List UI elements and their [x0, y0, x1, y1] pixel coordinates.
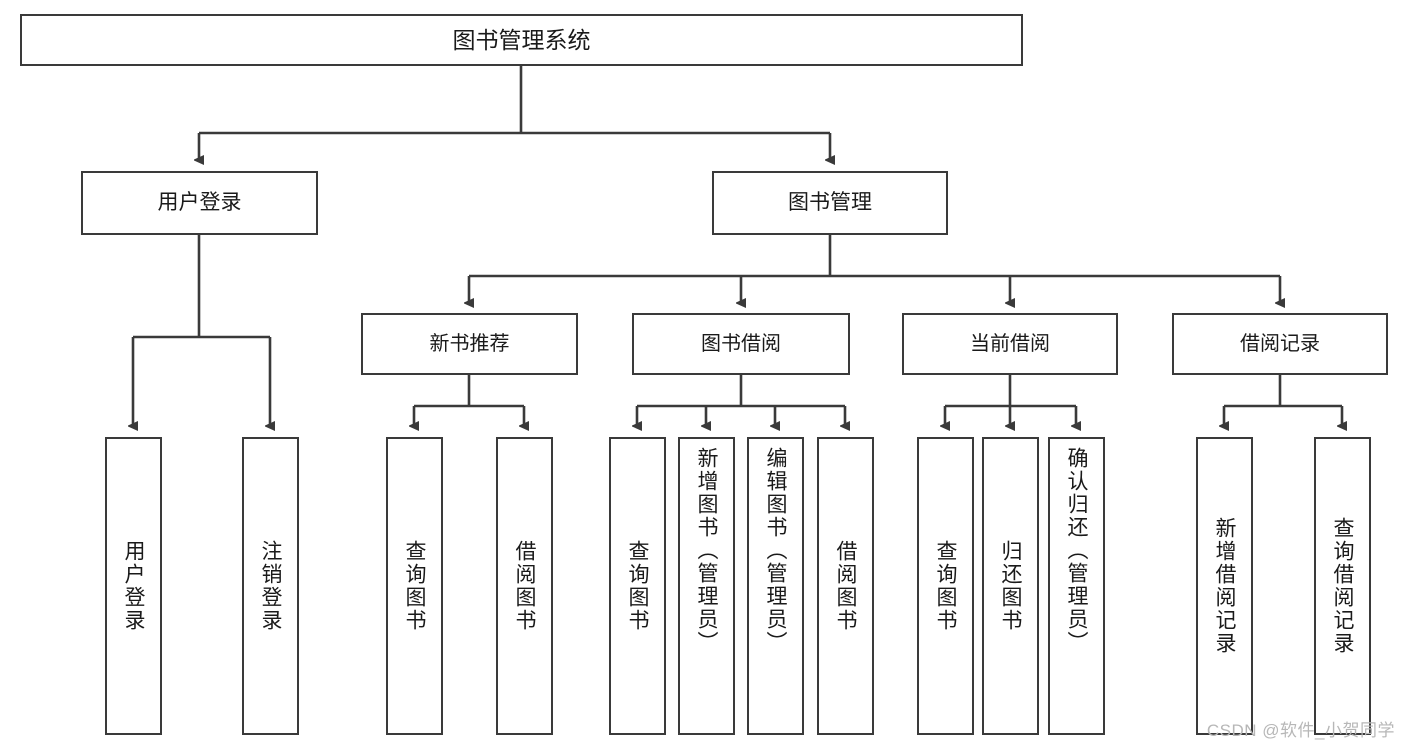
leaf-add-borrow-record[interactable]: 新增借阅记录: [1196, 437, 1253, 735]
leaf-query-borrow-record[interactable]: 查询借阅记录: [1314, 437, 1371, 735]
node-label: 图书管理系统: [452, 26, 591, 53]
node-label: 归还图书: [999, 540, 1022, 632]
node-borrow-records[interactable]: 借阅记录: [1172, 313, 1388, 375]
node-book-borrow[interactable]: 图书借阅: [632, 313, 850, 375]
node-label: 注销登录: [259, 540, 282, 632]
node-label: 查询图书: [626, 540, 649, 632]
leaf-logout[interactable]: 注销登录: [242, 437, 299, 735]
node-label: 用户登录: [157, 191, 242, 215]
node-label: 借阅记录: [1240, 332, 1320, 355]
node-label: 借阅图书: [513, 540, 536, 632]
node-user-login[interactable]: 用户登录: [81, 171, 318, 235]
node-root-system[interactable]: 图书管理系统: [20, 14, 1023, 66]
leaf-edit-book-admin[interactable]: 编辑图书（管理员）: [747, 437, 804, 735]
node-current-borrow[interactable]: 当前借阅: [902, 313, 1118, 375]
node-label: 图书借阅: [701, 332, 781, 355]
leaf-borrow-book[interactable]: 借阅图书: [817, 437, 874, 735]
node-label: 新书推荐: [429, 332, 510, 355]
leaf-borrow-book-recommend[interactable]: 借阅图书: [496, 437, 553, 735]
leaf-add-book-admin[interactable]: 新增图书（管理员）: [678, 437, 735, 735]
node-label: 用户登录: [122, 540, 145, 632]
leaf-return-book[interactable]: 归还图书: [982, 437, 1039, 735]
leaf-user-login[interactable]: 用户登录: [105, 437, 162, 735]
node-label: 新增借阅记录: [1213, 517, 1236, 655]
node-label: 查询图书: [934, 540, 957, 632]
node-label: 借阅图书: [834, 540, 857, 632]
node-label: 当前借阅: [970, 332, 1050, 355]
node-label: 图书管理: [788, 191, 872, 215]
leaf-query-book-current[interactable]: 查询图书: [917, 437, 974, 735]
node-book-management[interactable]: 图书管理: [712, 171, 948, 235]
node-new-book-recommend[interactable]: 新书推荐: [361, 313, 578, 375]
node-label: 确认归还（管理员）: [1065, 447, 1088, 654]
node-label: 查询图书: [403, 540, 426, 632]
leaf-query-book-borrow[interactable]: 查询图书: [609, 437, 666, 735]
leaf-query-book-recommend[interactable]: 查询图书: [386, 437, 443, 735]
node-label: 新增图书（管理员）: [695, 447, 718, 654]
watermark: CSDN @软件_小贺同学: [1206, 721, 1395, 740]
node-label: 编辑图书（管理员）: [764, 447, 787, 654]
node-label: 查询借阅记录: [1331, 517, 1354, 655]
leaf-confirm-return-admin[interactable]: 确认归还（管理员）: [1048, 437, 1105, 735]
